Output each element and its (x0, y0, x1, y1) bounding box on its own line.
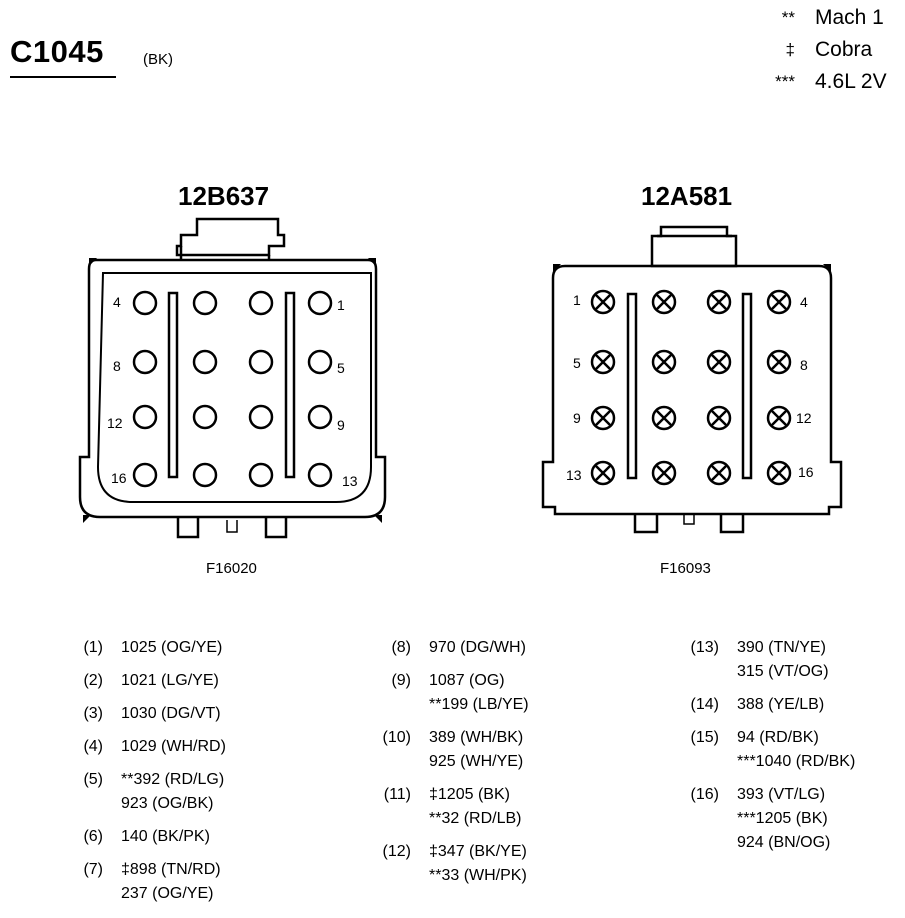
legend-symbol-46l: *** (775, 72, 795, 91)
pin-label: 9 (573, 410, 581, 426)
circuit-row: (11) ‡1205 (BK) **32 (RD/LB) (0, 783, 529, 831)
legend-label-46l: 4.6L 2V (815, 70, 887, 93)
title-underline (10, 76, 116, 78)
circuit-row: (13) 390 (TN/YE) 315 (VT/OG) (0, 636, 855, 684)
circuit-pin-number: (2) (83, 672, 103, 689)
pin-label: 4 (800, 294, 808, 310)
circuit-wire: **33 (WH/PK) (429, 867, 527, 884)
circuit-wire: 970 (DG/WH) (429, 639, 526, 656)
circuit-row: (9) 1087 (OG) **199 (LB/YE) (0, 669, 529, 717)
circuit-row: (3) 1030 (DG/VT) (0, 702, 226, 726)
circuit-pin-number: (3) (83, 705, 103, 722)
circuit-column-1: (1) 1025 (OG/YE) (2) 1021 (LG/YE) (3) 1030 (D… (0, 636, 226, 915)
circuit-wire: 94 (RD/BK) (737, 729, 819, 746)
connector-face-diagram-left (78, 217, 387, 539)
connector-color: (BK) (143, 51, 173, 68)
connector-id: C1045 (10, 34, 104, 69)
circuit-wire: ‡1205 (BK) (429, 786, 510, 803)
circuit-row: (8) 970 (DG/WH) (0, 636, 529, 660)
pin-label: 16 (798, 464, 814, 480)
circuit-pin-number: (5) (83, 771, 103, 788)
circuit-row: (15) 94 (RD/BK) ***1040 (RD/BK) (0, 726, 856, 774)
circuit-pin-number: (13) (690, 639, 719, 656)
pin-label: 13 (566, 467, 582, 483)
connector-face-diagram-right (541, 225, 843, 534)
circuit-pin-number: (6) (83, 828, 103, 845)
circuit-row: (14) 388 (YE/LB) (0, 693, 855, 717)
circuit-row: (16) 393 (VT/LG) ***1205 (BK) 924 (BN/OG) (0, 783, 855, 855)
circuit-pin-number: (1) (83, 639, 103, 656)
connector-part-number-right: 12A581 (641, 181, 733, 211)
circuit-pin-number: (4) (83, 738, 103, 755)
figure-number-right: F16093 (660, 560, 711, 577)
circuit-wire: ***1205 (BK) (737, 810, 828, 827)
pin-label: 9 (337, 417, 345, 433)
pin-label: 8 (800, 357, 808, 373)
circuit-pin-number: (12) (382, 843, 411, 860)
circuit-row: (1) 1025 (OG/YE) (0, 636, 226, 660)
circuit-wire: ‡347 (BK/YE) (429, 843, 527, 860)
pin-label: 4 (113, 294, 121, 310)
pin-label: 13 (342, 473, 358, 489)
pin-label: 1 (337, 297, 345, 313)
circuit-wire: **392 (RD/LG) (121, 771, 225, 788)
circuit-wire: ***1040 (RD/BK) (737, 753, 856, 770)
circuit-wire: 923 (OG/BK) (121, 795, 214, 812)
circuit-wire: ‡898 (TN/RD) (121, 861, 221, 878)
circuit-row: (2) 1021 (LG/YE) (0, 669, 226, 693)
connector-part-number-left: 12B637 (178, 181, 270, 211)
legend-label-cobra: Cobra (815, 38, 873, 61)
circuit-column-2: (8)970 (DG/WH)(9)1087 (OG)**199 (LB/YE)(… (0, 636, 529, 897)
pin-label: 8 (113, 358, 121, 374)
circuit-pin-number: (15) (690, 729, 719, 746)
circuit-row: (6) 140 (BK/PK) (0, 825, 226, 849)
pin-label: 5 (337, 360, 345, 376)
pin-label: 12 (107, 415, 123, 431)
circuit-row: (12) ‡347 (BK/YE) **33 (WH/PK) (0, 840, 529, 888)
legend-symbol-mach1: ** (781, 8, 795, 27)
circuit-wire: 388 (YE/LB) (737, 696, 825, 713)
circuit-wire: 1029 (WH/RD) (121, 738, 226, 755)
circuit-row: (7) ‡898 (TN/RD) 237 (OG/YE) (0, 858, 226, 906)
circuit-wire: **32 (RD/LB) (429, 810, 522, 827)
circuit-wire: 1021 (LG/YE) (121, 672, 219, 689)
circuit-wire: 925 (WH/YE) (429, 753, 524, 770)
circuit-row: (10) 389 (WH/BK) 925 (WH/YE) (0, 726, 529, 774)
circuit-pin-number: (7) (83, 861, 103, 878)
circuit-wire: 1087 (OG) (429, 672, 505, 689)
circuit-wire: 237 (OG/YE) (121, 885, 214, 902)
circuit-column-3: (13) 390 (TN/YE) 315 (VT/OG) (14) 388 (YE/LB… (0, 636, 856, 864)
circuit-row: (5) **392 (RD/LG) 923 (OG/BK) (0, 768, 226, 816)
pin-label: 1 (573, 292, 581, 308)
circuit-pin-number: (10) (382, 729, 411, 746)
circuit-wire: 315 (VT/OG) (737, 663, 829, 680)
pin-label: 5 (573, 355, 581, 371)
pin-label: 12 (796, 410, 812, 426)
circuit-wire: 1030 (DG/VT) (121, 705, 221, 722)
figure-number-left: F16020 (206, 560, 257, 577)
circuit-wire: 924 (BN/OG) (737, 834, 831, 851)
circuit-row: (4) 1029 (WH/RD) (0, 735, 226, 759)
circuit-wire: 393 (VT/LG) (737, 786, 826, 803)
legend-symbol-cobra: ‡ (785, 40, 795, 59)
pin-label: 16 (111, 470, 127, 486)
circuit-pin-number: (14) (690, 696, 719, 713)
circuit-wire: 1025 (OG/YE) (121, 639, 223, 656)
circuit-pin-number: (8) (391, 639, 411, 656)
circuit-wire: 390 (TN/YE) (737, 639, 826, 656)
circuit-pin-number: (9) (391, 672, 411, 689)
circuit-wire: **199 (LB/YE) (429, 696, 529, 713)
circuit-wire: 140 (BK/PK) (121, 828, 210, 845)
legend-label-mach1: Mach 1 (815, 6, 884, 29)
circuit-pin-number: (11) (383, 786, 411, 803)
circuit-wire: 389 (WH/BK) (429, 729, 524, 746)
circuit-pin-number: (16) (690, 786, 719, 803)
